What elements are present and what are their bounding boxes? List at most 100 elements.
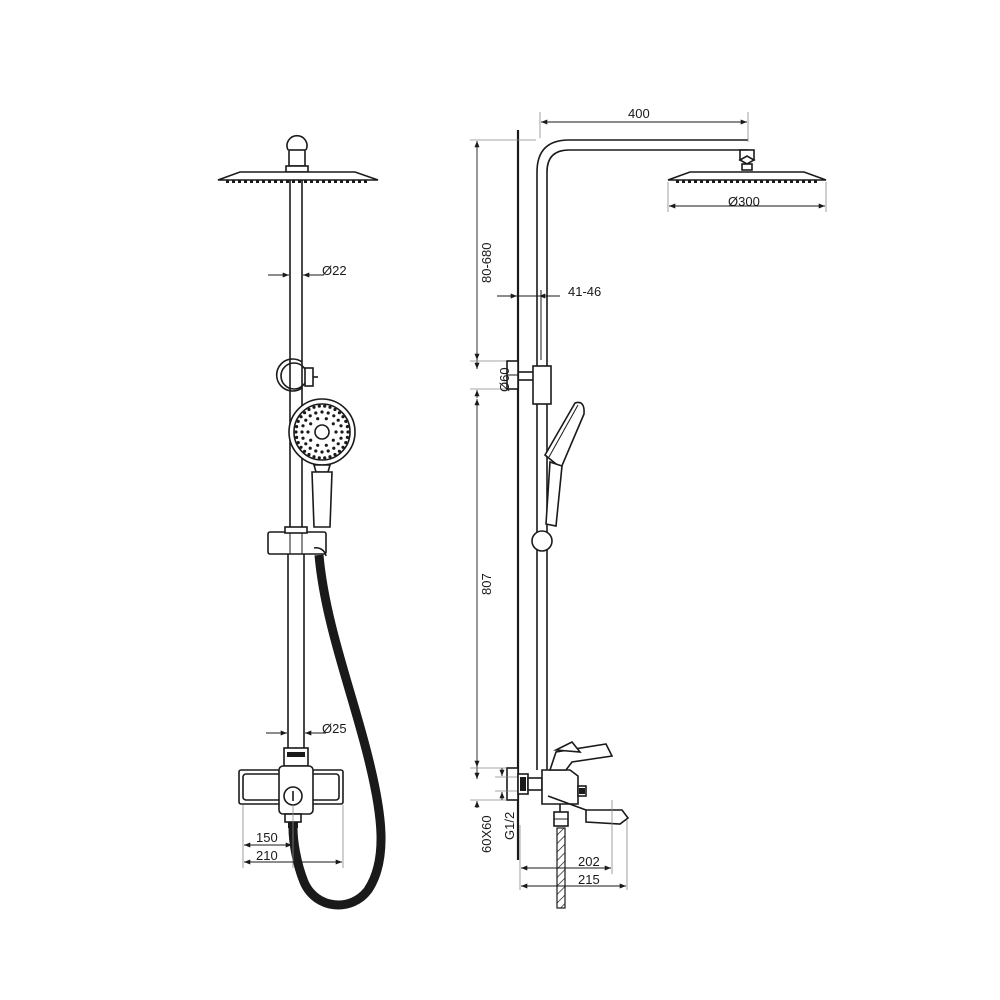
spray-hole — [334, 430, 338, 434]
overhead-shower-head — [217, 134, 379, 183]
side-view: 400 Ø300 80-680 41-46 — [470, 106, 827, 909]
rail-bracket — [275, 358, 318, 392]
spray-hole — [320, 410, 324, 414]
nozzle-mark — [292, 180, 295, 183]
height-range-dimension: 80-680 — [470, 139, 536, 369]
rail-height-dimension: 807 — [474, 399, 494, 779]
spray-hole — [337, 411, 341, 415]
head-diameter-label: Ø300 — [728, 194, 760, 209]
nozzle-mark — [244, 180, 247, 183]
nozzle-mark — [748, 180, 751, 183]
spray-hole — [317, 456, 321, 460]
mount-size-label: 60X60 — [479, 815, 494, 853]
spray-hole — [299, 445, 303, 449]
nozzle-mark — [778, 180, 781, 183]
height-range-label: 80-680 — [479, 243, 494, 283]
spray-hole — [307, 407, 311, 412]
spray-hole — [314, 411, 318, 415]
arm-length-label: 400 — [628, 106, 650, 121]
spray-hole — [301, 436, 305, 440]
spray-hole — [339, 424, 343, 428]
spray-hole — [323, 456, 327, 460]
nozzle-mark — [226, 180, 229, 183]
spray-hole — [341, 445, 345, 449]
nozzle-mark — [742, 180, 745, 183]
mixer-body — [238, 765, 344, 828]
spray-hole — [331, 438, 335, 442]
nozzle-mark — [808, 180, 811, 183]
nozzle-mark — [700, 180, 703, 183]
upper-rail — [289, 180, 303, 535]
spray-hole — [294, 430, 298, 434]
diverter — [283, 747, 309, 767]
nozzle-mark — [682, 180, 685, 183]
spray-hole — [303, 411, 307, 415]
front-view: Ø22 — [217, 134, 386, 910]
spray-hole — [314, 449, 318, 453]
handle-width-label: 150 — [256, 830, 278, 845]
spray-hole — [344, 419, 348, 423]
nozzle-mark — [268, 180, 271, 183]
spray-hole — [309, 438, 313, 442]
nozzle-mark — [286, 180, 289, 183]
lower-rail-diameter-label: Ø25 — [322, 721, 347, 736]
spray-hole — [336, 418, 340, 422]
spray-hole — [333, 452, 337, 457]
spray-hole — [328, 455, 332, 459]
total-reach-label: 215 — [578, 872, 600, 887]
nozzle-mark — [328, 180, 331, 183]
spray-hole — [312, 405, 316, 409]
rail-height-label: 807 — [479, 573, 494, 595]
spout-reach-label: 202 — [578, 854, 600, 869]
nozzle-mark — [712, 180, 715, 183]
arm-length-dimension: 400 — [539, 106, 749, 142]
spray-hole — [326, 449, 330, 453]
spray-hole — [299, 415, 303, 419]
lower-rail — [287, 554, 305, 748]
nozzle-mark — [340, 180, 343, 183]
nozzle-mark — [352, 180, 355, 183]
spray-hole — [316, 443, 320, 447]
nozzle-mark — [760, 180, 763, 183]
nozzle-mark — [334, 180, 337, 183]
spray-hole — [333, 407, 337, 412]
spray-hole — [331, 422, 335, 426]
spray-hole — [345, 435, 349, 439]
nozzle-mark — [310, 180, 313, 183]
spray-hole — [320, 450, 324, 454]
hand-shower-side — [531, 401, 585, 552]
bracket-diameter-label: Ø60 — [497, 367, 512, 392]
mixer-width-label: 210 — [256, 848, 278, 863]
spray-hole — [326, 411, 330, 415]
spray-hole — [337, 449, 341, 453]
nozzle-mark — [364, 180, 367, 183]
nozzle-mark — [694, 180, 697, 183]
spray-hole — [332, 414, 336, 418]
spray-hole — [328, 405, 332, 409]
spray-hole — [296, 419, 300, 423]
spray-hole — [344, 441, 348, 445]
nozzle-mark — [706, 180, 709, 183]
spray-hole — [340, 430, 344, 434]
nozzle-mark — [724, 180, 727, 183]
reach-dimensions: 202 215 — [519, 800, 628, 890]
spray-hole — [332, 446, 336, 450]
spray-hole — [323, 404, 327, 408]
nozzle-mark — [280, 180, 283, 183]
spray-hole — [296, 441, 300, 445]
nozzle-mark — [256, 180, 259, 183]
spray-hole — [304, 418, 308, 422]
nozzle-mark — [304, 180, 307, 183]
mixer-width-dimensions: 150 210 — [242, 805, 344, 868]
spray-hole — [341, 415, 345, 419]
mixer-side — [506, 740, 630, 827]
slider-holder — [267, 526, 327, 557]
spray-hole — [317, 404, 321, 408]
nozzle-mark — [346, 180, 349, 183]
nozzle-mark — [814, 180, 817, 183]
spray-hole — [304, 442, 308, 446]
nozzle-mark — [796, 180, 799, 183]
spray-hole — [345, 425, 349, 429]
nozzle-mark — [676, 180, 679, 183]
thread-label: G1/2 — [502, 812, 517, 840]
